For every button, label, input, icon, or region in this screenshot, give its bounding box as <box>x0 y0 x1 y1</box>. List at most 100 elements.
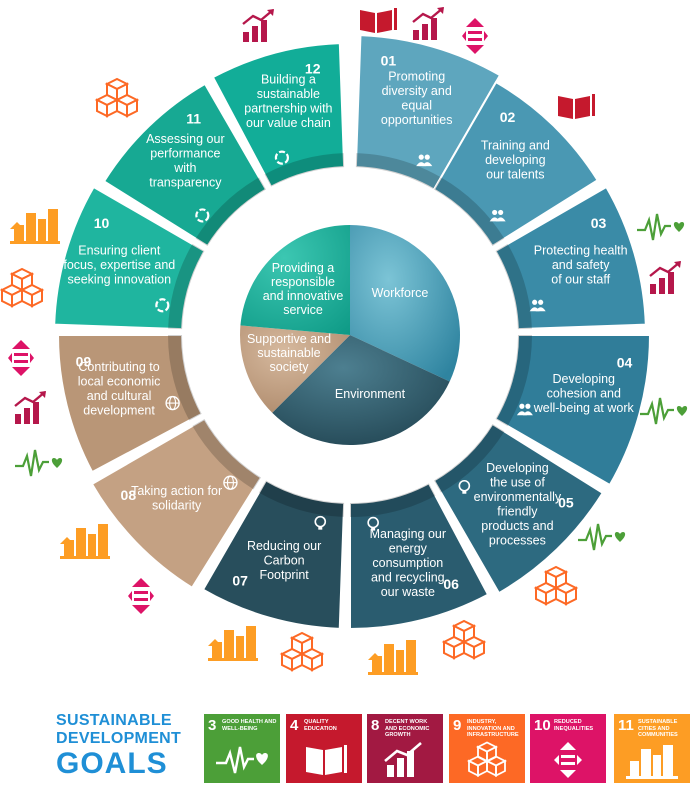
heartbeat-icon <box>637 213 685 241</box>
sdg-title: SUSTAINABLE CITIES AND COMMUNITIES <box>638 719 678 738</box>
growth-chart-icon <box>242 9 274 42</box>
people-icon <box>529 299 546 312</box>
floating-sdg-icons <box>0 7 688 675</box>
sdg-tile-8: 8 DECENT WORK AND ECONOMIC GROWTH <box>367 714 443 783</box>
cubes-icon <box>441 619 487 660</box>
lightbulb-icon <box>367 516 379 531</box>
cubes-icon <box>459 741 515 779</box>
people-icon <box>416 154 433 167</box>
sdg-title: QUALITY EDUCATION <box>304 719 337 732</box>
growth-chart-icon <box>14 391 46 424</box>
cubes-icon <box>279 631 325 672</box>
sdg-number: 10 <box>534 717 551 734</box>
inequality-arrows-icon <box>540 741 596 779</box>
segment-number: 06 <box>443 576 459 592</box>
heartbeat-icon <box>15 449 63 477</box>
city-icon <box>60 524 110 559</box>
growth-chart-icon <box>649 261 681 294</box>
sdg-title: REDUCED INEQUALITIES <box>554 719 594 732</box>
sdg-logo-line3: GOALS <box>56 747 168 780</box>
sdg-number: 8 <box>371 717 380 734</box>
core-workforce-label: Workforce <box>372 286 429 300</box>
city-icon <box>10 209 60 244</box>
globe-icon <box>223 475 238 490</box>
lightbulb-icon <box>458 479 471 494</box>
inequality-arrows-icon <box>8 340 34 376</box>
segment-number: 09 <box>76 354 92 370</box>
cycle-icon <box>195 208 210 223</box>
sdg-title: DECENT WORK AND ECONOMIC GROWTH <box>385 719 430 738</box>
cycle-icon <box>155 298 170 313</box>
core-environment: Environment <box>272 335 450 445</box>
sdg-number: 9 <box>453 717 462 734</box>
book-icon <box>558 94 595 119</box>
growth-chart-icon <box>412 7 444 40</box>
book-icon <box>360 8 397 33</box>
people-icon <box>489 209 506 222</box>
sdg-number: 11 <box>618 717 634 734</box>
heartbeat-icon <box>640 397 688 425</box>
inequality-arrows-icon <box>462 18 488 54</box>
segment-number: 07 <box>232 572 248 588</box>
segment-number: 05 <box>558 494 574 510</box>
book-icon <box>296 741 352 779</box>
sdg-logo-line2: DEVELOPMENT <box>56 730 182 747</box>
people-icon <box>516 403 533 416</box>
segment-number: 10 <box>94 215 110 231</box>
city-icon <box>624 741 680 779</box>
heartbeat-icon <box>214 741 270 779</box>
cycle-icon <box>274 150 290 165</box>
growth-chart-icon <box>377 741 433 779</box>
heartbeat-icon <box>578 523 626 551</box>
sdg-title: GOOD HEALTH AND WELL-BEING <box>222 719 277 732</box>
cubes-icon <box>0 267 45 308</box>
cubes-icon <box>94 77 140 118</box>
lightbulb-icon <box>314 515 327 530</box>
globe-icon <box>165 395 180 411</box>
core-environment-label: Environment <box>335 387 406 401</box>
sdg-logo-line1: SUSTAINABLE <box>56 712 172 729</box>
core-workforce: Workforce <box>350 225 460 382</box>
cubes-icon <box>533 565 579 606</box>
segment-number: 01 <box>381 52 397 68</box>
segment-number: 03 <box>591 215 607 231</box>
sdg-title: INDUSTRY, INNOVATION AND INFRASTRUCTURE <box>467 719 519 738</box>
sdg-tile-9: 9 INDUSTRY, INNOVATION AND INFRASTRUCTURE <box>449 714 525 783</box>
segment-number: 04 <box>617 355 633 371</box>
segment-number: 12 <box>305 60 321 76</box>
segment-number: 08 <box>121 487 137 503</box>
